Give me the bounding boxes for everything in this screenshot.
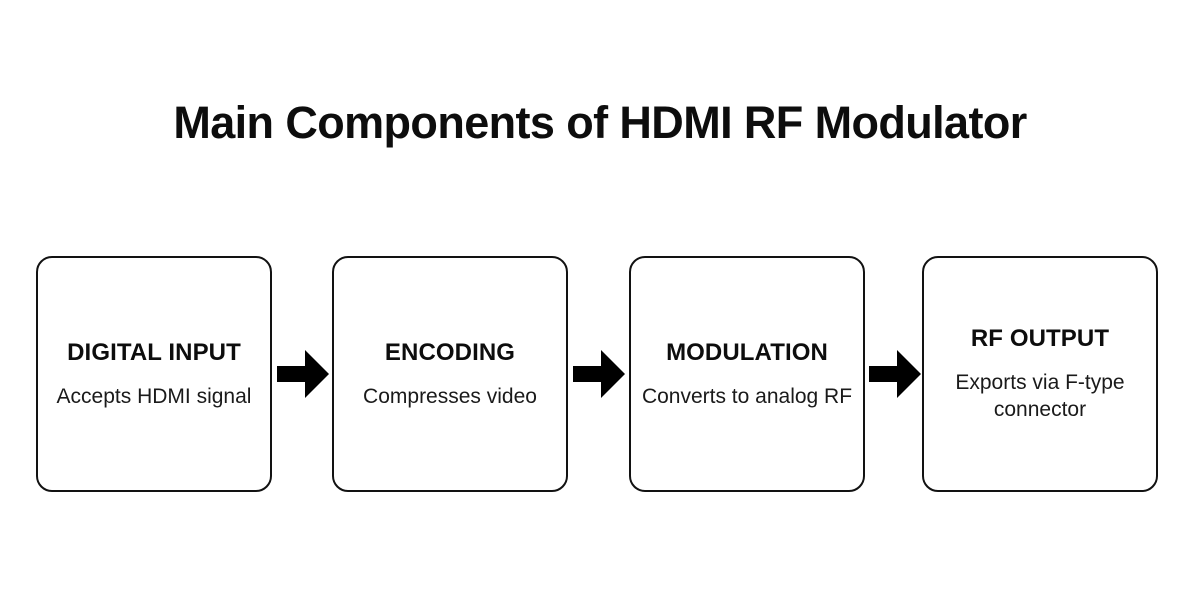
flow-node-digital-input[interactable]: DIGITAL INPUT Accepts HDMI signal (36, 256, 272, 492)
flow-node-description: Converts to analog RF (641, 384, 853, 408)
arrow-right-icon (869, 346, 921, 402)
flow-node-heading: RF OUTPUT (970, 324, 1110, 352)
flow-node-description: Exports via F-type connector (955, 370, 1125, 422)
flow-node-description: Compresses video (363, 384, 537, 408)
flow-node-rf-output[interactable]: RF OUTPUT Exports via F-type connector (922, 256, 1158, 492)
flow-node-modulation[interactable]: MODULATION Converts to analog RF (629, 256, 865, 492)
flow-node-encoding[interactable]: ENCODING Compresses video (332, 256, 568, 492)
process-flow: DIGITAL INPUT Accepts HDMI signal ENCODI… (36, 256, 1164, 493)
arrow-right-icon (277, 346, 329, 402)
flow-node-heading: MODULATION (666, 338, 828, 366)
arrow-right-icon (573, 346, 625, 402)
flow-node-heading: DIGITAL INPUT (67, 338, 241, 366)
page-title: Main Components of HDMI RF Modulator (173, 97, 1027, 149)
flow-node-heading: ENCODING (384, 338, 516, 366)
flow-node-description: Accepts HDMI signal (56, 384, 252, 408)
